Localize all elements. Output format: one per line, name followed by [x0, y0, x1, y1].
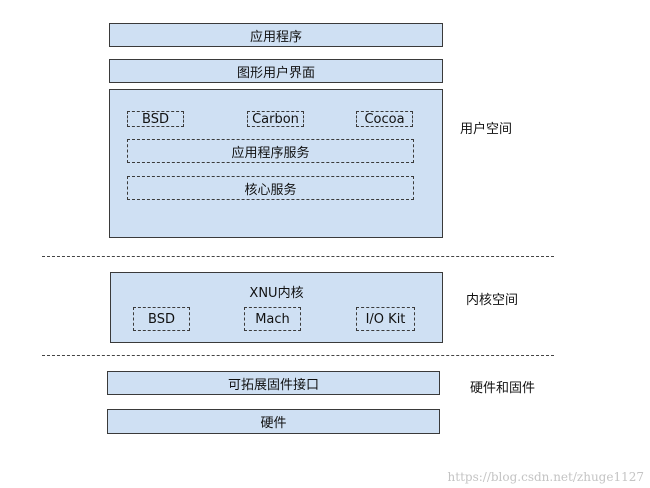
user-bsd-label: BSD: [142, 111, 169, 127]
firmware-interface-label: 可拓展固件接口: [227, 377, 319, 393]
applications-box: 应用程序: [109, 23, 443, 47]
user-space-label: 用户空间: [460, 122, 513, 137]
kernel-bsd-label: BSD: [148, 311, 175, 327]
mach-label: Mach: [255, 311, 290, 327]
xnu-kernel-title: XNU内核: [249, 286, 304, 301]
app-services-label: 应用程序服务: [231, 145, 310, 161]
kernel-hardware-separator: [42, 355, 554, 356]
core-services-box: 核心服务: [127, 176, 414, 200]
user-kernel-separator: [42, 256, 554, 257]
hardware-firmware-label: 硬件和固件: [470, 381, 536, 396]
core-services-label: 核心服务: [244, 182, 297, 198]
iokit-label: I/O Kit: [365, 311, 406, 327]
applications-label: 应用程序: [249, 29, 302, 45]
kernel-bsd-box: BSD: [133, 307, 190, 331]
hardware-label: 硬件: [260, 416, 287, 431]
kernel-space-label: 内核空间: [466, 293, 519, 308]
gui-label: 图形用户界面: [236, 65, 315, 81]
user-bsd-box: BSD: [127, 111, 184, 127]
carbon-box: Carbon: [247, 111, 304, 127]
gui-box: 图形用户界面: [109, 59, 443, 83]
carbon-label: Carbon: [252, 111, 299, 127]
mach-box: Mach: [244, 307, 301, 331]
cocoa-label: Cocoa: [364, 111, 405, 127]
iokit-box: I/O Kit: [356, 307, 415, 331]
firmware-interface-box: 可拓展固件接口: [107, 371, 440, 395]
user-space-container: [109, 89, 443, 238]
cocoa-box: Cocoa: [356, 111, 413, 127]
hardware-box: 硬件: [107, 409, 440, 434]
watermark-text: https://blog.csdn.net/zhuge1127: [447, 470, 644, 484]
app-services-box: 应用程序服务: [127, 139, 414, 163]
